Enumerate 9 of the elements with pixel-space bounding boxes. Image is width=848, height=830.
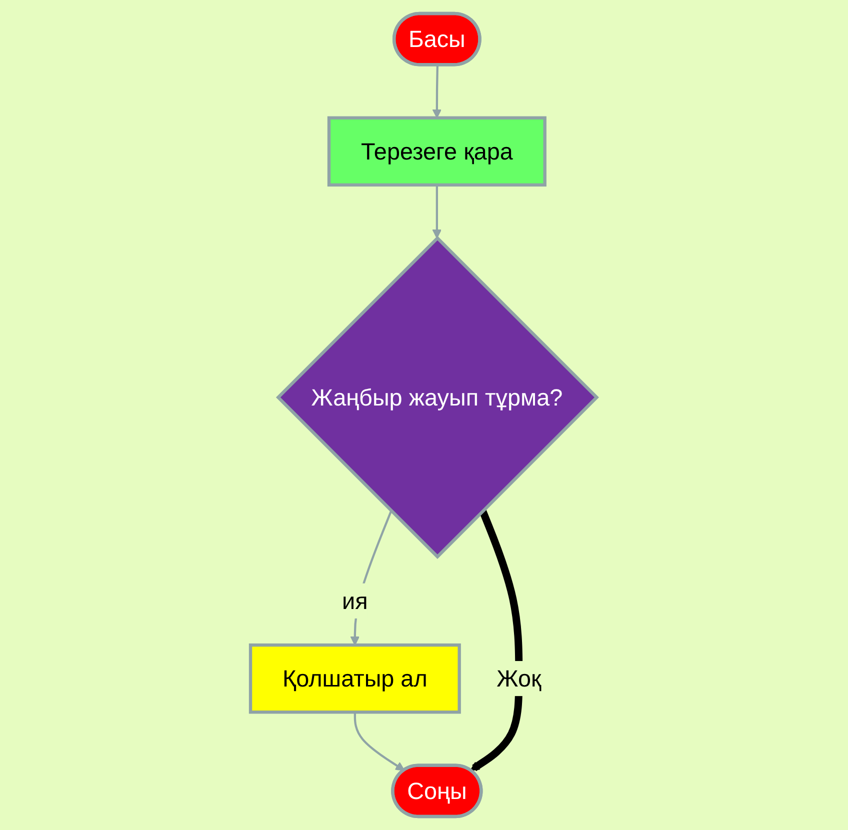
node-diamond: Жаңбыр жауып тұрма? xyxy=(276,236,600,559)
edge-label: ия xyxy=(342,588,368,614)
arrow xyxy=(432,184,442,239)
node-box: Терезеге қара xyxy=(328,116,547,187)
arrow xyxy=(354,712,406,771)
arrow xyxy=(470,510,524,772)
node-box: Қолшатыр ал xyxy=(249,643,462,714)
arrow xyxy=(432,65,442,118)
edge-label: Жоқ xyxy=(496,665,542,692)
